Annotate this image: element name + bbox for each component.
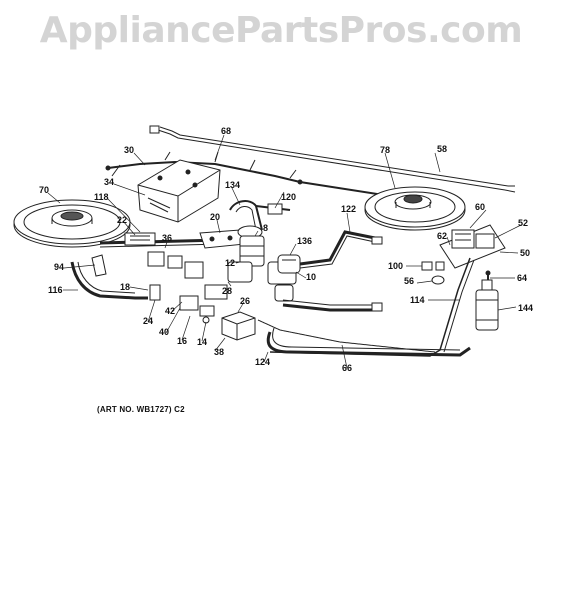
callout-42: 42 xyxy=(165,306,175,316)
callout-144: 144 xyxy=(518,303,533,313)
callout-12: 12 xyxy=(225,258,235,268)
callout-28: 28 xyxy=(222,286,232,296)
manifold-panel[interactable] xyxy=(439,224,506,269)
switch-components[interactable] xyxy=(147,251,228,324)
power-cord[interactable] xyxy=(149,125,516,193)
callout-66: 66 xyxy=(342,363,352,373)
callout-16: 16 xyxy=(177,336,187,346)
callout-122: 122 xyxy=(341,204,356,214)
callout-52: 52 xyxy=(518,218,528,228)
callout-10: 10 xyxy=(306,272,316,282)
callout-116: 116 xyxy=(48,285,63,295)
callout-100: 100 xyxy=(388,261,403,271)
gas-tube-124[interactable] xyxy=(266,299,471,357)
control-box[interactable] xyxy=(137,159,221,223)
art-number: (ART NO. WB1727) C2 xyxy=(97,405,185,414)
callout-56: 56 xyxy=(404,276,414,286)
callout-124: 124 xyxy=(255,357,270,367)
leader-lines xyxy=(47,134,522,369)
callout-22: 22 xyxy=(117,215,127,225)
gas-tube-116[interactable] xyxy=(70,261,148,300)
orifice-fitting[interactable] xyxy=(421,261,445,285)
callout-68: 68 xyxy=(221,126,231,136)
callout-134: 134 xyxy=(225,180,240,190)
callout-18: 18 xyxy=(120,282,130,292)
burner-tube[interactable] xyxy=(229,200,291,239)
callout-14: 14 xyxy=(197,337,207,347)
igniter-electrode[interactable] xyxy=(99,232,223,248)
pressure-regulator[interactable] xyxy=(277,254,301,274)
callout-120: 120 xyxy=(281,192,296,202)
callout-114: 114 xyxy=(410,295,425,305)
callout-20: 20 xyxy=(210,212,220,222)
callout-70: 70 xyxy=(39,185,49,195)
callout-30: 30 xyxy=(124,145,134,155)
ignition-wire-66[interactable] xyxy=(257,319,436,353)
callout-34: 34 xyxy=(104,177,114,187)
callout-62: 62 xyxy=(437,231,447,241)
spark-module[interactable] xyxy=(221,311,256,341)
callout-40: 40 xyxy=(159,327,169,337)
left-burner[interactable] xyxy=(13,199,131,248)
callout-94: 94 xyxy=(54,262,64,272)
wire-harness[interactable] xyxy=(105,151,391,197)
watermark-logo: AppliancePartsPros.com xyxy=(39,10,523,51)
callout-64: 64 xyxy=(517,273,527,283)
callout-118: 118 xyxy=(94,192,109,202)
callout-26: 26 xyxy=(240,296,250,306)
callout-8: 8 xyxy=(263,223,268,233)
safety-valve[interactable] xyxy=(475,279,499,331)
callout-136: 136 xyxy=(297,236,312,246)
callout-labels: 68 58 30 78 70 34 134 118 120 122 60 52 … xyxy=(39,126,533,373)
callout-58: 58 xyxy=(437,144,447,154)
callout-36: 36 xyxy=(162,233,172,243)
callout-50: 50 xyxy=(520,248,530,258)
callout-24: 24 xyxy=(143,316,153,326)
gas-pipe-122[interactable] xyxy=(299,230,383,269)
right-burner[interactable] xyxy=(364,186,466,231)
callout-38: 38 xyxy=(214,347,224,357)
callout-78: 78 xyxy=(380,145,390,155)
burner-bracket-94[interactable] xyxy=(91,254,107,277)
callout-60: 60 xyxy=(475,202,485,212)
